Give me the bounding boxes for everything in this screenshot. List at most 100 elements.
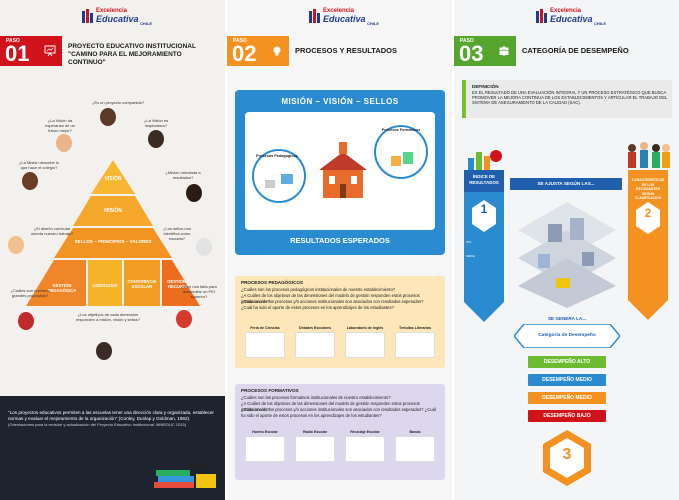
procesos-pedagogicos-box: PROCESOS PEDAGÓGICOS ¿Cuáles son los pro…: [235, 276, 445, 368]
blue-column-graphic: [464, 192, 504, 322]
categoria-label: Categoría de Desempeño: [538, 333, 596, 338]
form-item: Huerto Escolar: [245, 430, 285, 462]
question-7: ¿Los sellos nos identifica como escuela?: [163, 226, 191, 241]
student-avatar: [18, 312, 34, 330]
procesos-formativos-label: Procesos Formativos: [381, 128, 421, 132]
ajusta-arrow: SE AJUSTA SEGÚN LAS...: [510, 178, 622, 190]
form-item-picture: [345, 436, 385, 462]
logo-mark-icon: [309, 9, 320, 23]
pyramid-liderazgo: LIDERAZGO: [92, 283, 118, 288]
question-3: ¿La Visión es inspiradora?: [143, 118, 169, 128]
ped-question-4: ¿Cuál ha sido el aporte de estos proceso…: [241, 305, 394, 310]
logo-line1: Excelencia: [96, 8, 128, 14]
logo-line3: CHILE: [140, 21, 152, 26]
level-alto: DESEMPEÑO ALTO: [528, 356, 606, 368]
logo: Excelencia Educativa CHILE: [227, 6, 452, 28]
logo-line2: Educativa: [323, 14, 366, 24]
student-avatar: [56, 134, 72, 152]
procesos-pedagogicos-label: Procesos Pedagógicos: [256, 154, 298, 158]
pyramid-recursos: GESTIÓN DE RECURSOS: [167, 279, 193, 289]
ped-question-1: ¿Cuáles son los procesos pedagógicos ins…: [241, 287, 396, 292]
logo-line1: Excelencia: [550, 8, 582, 14]
student-avatar: [96, 342, 112, 360]
form-title: PROCESOS FORMATIVOS: [241, 388, 299, 393]
quote-body: "Los proyectos educativos permiten a las…: [8, 410, 214, 421]
step-title: CATEGORÍA DE DESEMPEÑO: [522, 46, 629, 55]
form-item: Radio Escolar: [295, 430, 335, 462]
step-number: 03: [459, 41, 484, 66]
question-8: ¿Cuáles son nuestros grandes propósitos?: [10, 288, 50, 298]
form-item-name: Huerto Escolar: [252, 430, 278, 434]
ped-question-2: ¿A Cuáles de los objetivos de las dimens…: [241, 293, 420, 304]
pyramid-mision: MISIÓN: [104, 208, 122, 214]
level-medio-2: DESEMPEÑO MEDIO: [528, 392, 606, 404]
form-item-picture: [395, 436, 435, 462]
ped-item-picture: [345, 332, 385, 358]
logo-mark-icon: [536, 9, 547, 23]
logo-line3: CHILE: [594, 21, 606, 26]
question-2: ¿La Visión da esperanza de un futuro mej…: [45, 118, 75, 133]
lightbulb-icon: [273, 46, 281, 56]
badge-1: 1: [480, 202, 488, 216]
logo: Excelencia Educativa CHILE: [454, 6, 679, 28]
form-question-3: ¿Cada uno de los procesos y/o acciones i…: [241, 407, 436, 418]
definition-box: DEFINICIÓN ES EL RESULTADO DE UNA EVALUA…: [462, 80, 672, 118]
step-badge: PASO 03: [454, 36, 516, 66]
question-10: ¿Los objetivos de cada dimensión respond…: [75, 312, 141, 322]
definition-text: ES EL RESULTADO DE UNA EVALUACIÓN INTEGR…: [472, 90, 668, 106]
form-question-1: ¿Cuáles son los procesos formativos inst…: [241, 395, 391, 400]
mission-vision-box: MISIÓN – VISIÓN – SELLOS Procesos Pedagó…: [235, 90, 445, 255]
ped-item: Tertulias Literarias: [395, 326, 435, 358]
mvs-illustration: Procesos Pedagógicos Procesos Formativos: [245, 112, 435, 230]
ped-item-name: Debates Escolares: [299, 326, 331, 330]
student-avatar: [196, 238, 212, 256]
step-title-line2: "CAMINO PARA EL MEJORAMIENTO CONTINUO": [68, 51, 182, 66]
question-1: ¿Es un proyecto compartido?: [91, 100, 145, 105]
badge-3: 3: [562, 446, 572, 463]
step-paso: PASO: [460, 38, 474, 44]
student-avatar: [148, 130, 164, 148]
level-medio: DESEMPEÑO MEDIO: [528, 374, 606, 386]
pyramid-vision: VISIÓN: [104, 176, 122, 182]
ped-title: PROCESOS PEDAGÓGICOS: [241, 280, 304, 285]
step-header: PASO 02 PROCESOS Y RESULTADOS: [227, 36, 452, 66]
form-item-picture: [295, 436, 335, 462]
school-building-icon: [252, 125, 428, 203]
presentation-board-icon: [44, 45, 56, 57]
procesos-formativos-box: PROCESOS FORMATIVOS ¿Cuáles son los proc…: [235, 384, 445, 480]
step-header: PASO 03 CATEGORÍA DE DESEMPEÑO: [454, 36, 679, 66]
step-title-line1: PROYECTO EDUCATIVO INSTITUCIONAL: [68, 43, 196, 50]
logo-line2: Educativa: [550, 14, 593, 24]
step-paso: PASO: [6, 38, 20, 44]
student-avatar: [100, 108, 116, 126]
indice-list-a: ATS: [466, 240, 472, 244]
step-title: PROCESOS Y RESULTADOS: [295, 46, 397, 55]
form-item: Banda: [395, 430, 435, 462]
caracteristicas-label: CARACTERÍSTICAS DE LOS ESTUDIANTES SEGÚN…: [631, 178, 665, 200]
step-badge: PASO 02: [227, 36, 289, 66]
logo-line3: CHILE: [367, 21, 379, 26]
step-number: 01: [5, 41, 30, 66]
ped-item: Debates Escolares: [295, 326, 335, 358]
ped-item-name: Tertulias Literarias: [399, 326, 431, 330]
categoria-hexagon: [514, 324, 620, 348]
step-badge: PASO 01: [0, 36, 62, 66]
pyramid-gestion-pedagogica: GESTIÓN PEDAGÓGICA: [47, 283, 77, 293]
definition-title: DEFINICIÓN: [472, 84, 499, 89]
indice-resultados-label: ÍNDICE DE RESULTADOS: [464, 170, 504, 192]
badge-3-hexagon: [543, 430, 591, 486]
mvs-title: MISIÓN – VISIÓN – SELLOS: [281, 97, 399, 106]
step-paso: PASO: [233, 38, 247, 44]
ped-item-picture: [245, 332, 285, 358]
question-4: ¿La Misión describe lo que hace el coleg…: [18, 160, 60, 170]
pyramid-graphic: [26, 160, 200, 306]
panel-paso-1: Excelencia Educativa CHILE PASO 01 PROYE…: [0, 0, 225, 500]
quote-box: "Los proyectos educativos permiten a las…: [0, 396, 225, 500]
people-group-icon: [499, 46, 509, 56]
ped-question-3: ¿Cada uno de los procesos y/o acciones i…: [241, 299, 424, 304]
step-header: PASO 01 PROYECTO EDUCATIVO INSTITUCIONAL…: [0, 36, 225, 66]
form-item-name: Radio Escolar: [303, 430, 327, 434]
logo-line1: Excelencia: [323, 8, 355, 14]
isometric-city-graphic: [518, 202, 616, 308]
ped-item: Laboratorio de Inglés: [345, 326, 385, 358]
